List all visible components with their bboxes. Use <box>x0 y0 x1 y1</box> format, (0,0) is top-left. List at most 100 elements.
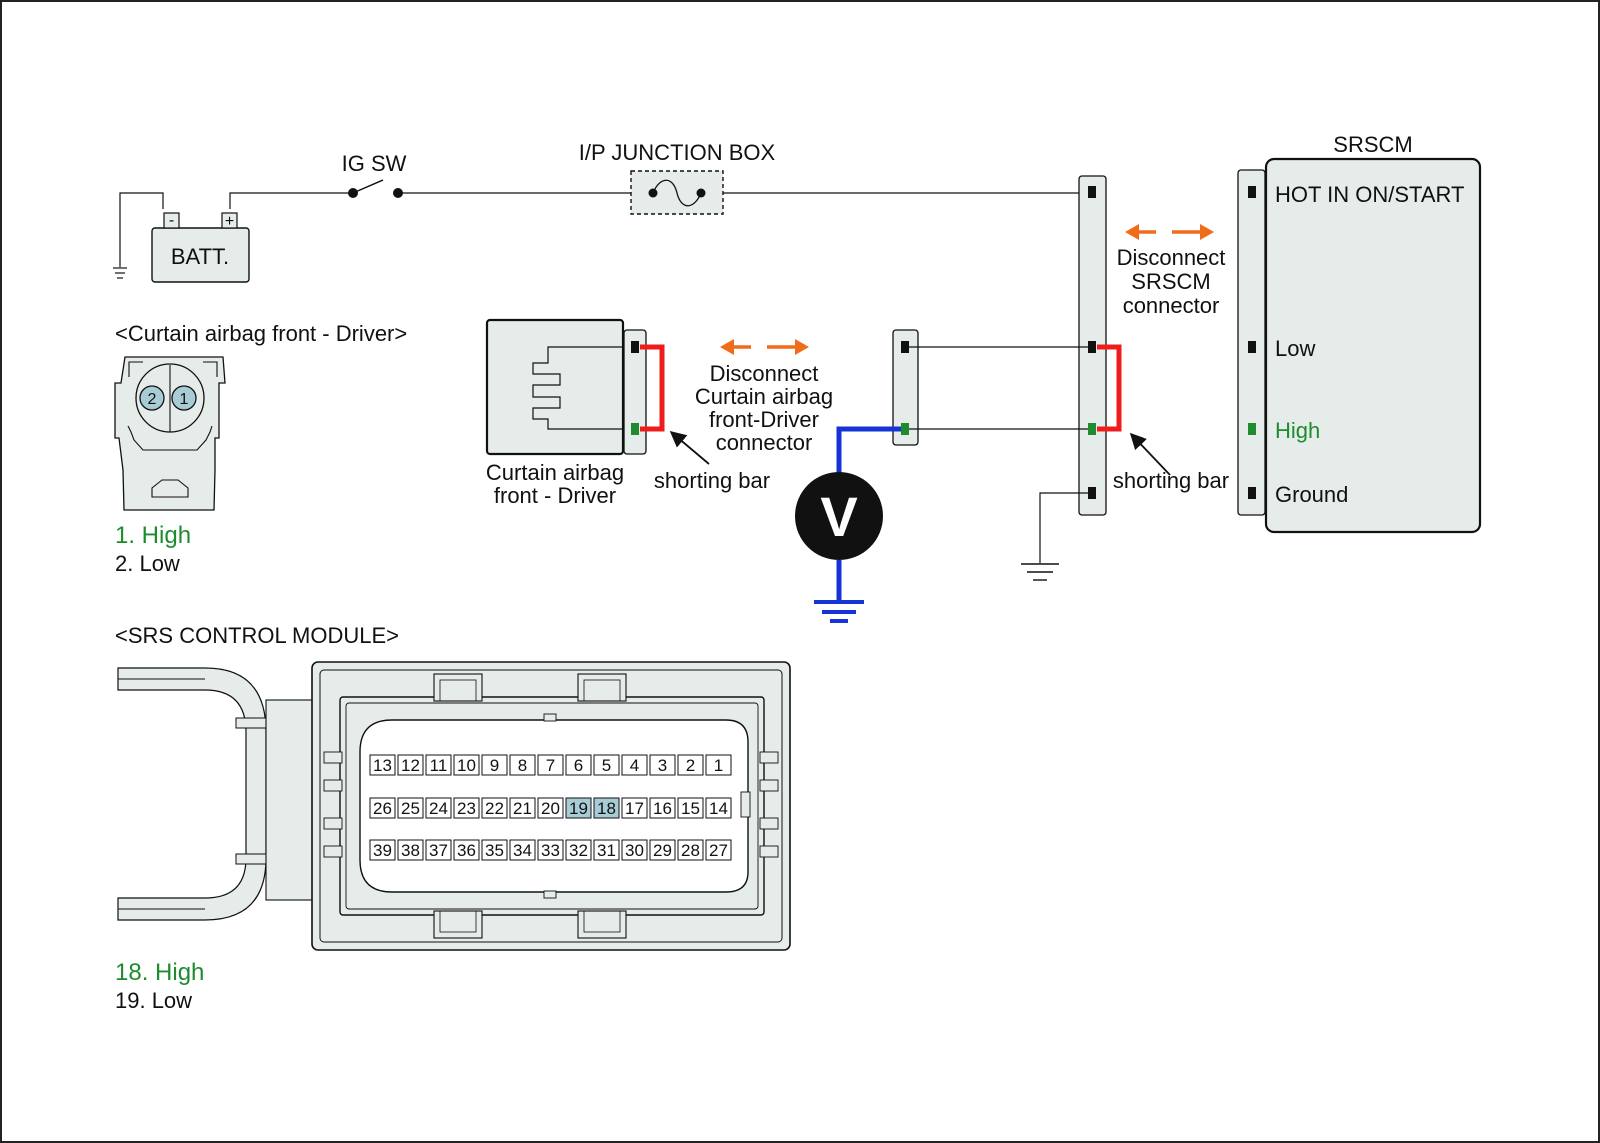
srs-pin-26 <box>369 797 396 819</box>
srs-pin-19-label: 19 <box>569 799 588 818</box>
srs-pin-21 <box>509 797 536 819</box>
curtain-connector-face: 2 1 <box>114 356 226 511</box>
voltmeter-positive-lead <box>836 426 901 480</box>
srs-pin-6-label: 6 <box>574 756 583 775</box>
srs-pin-24 <box>425 797 452 819</box>
curtain-component-label-2: front - Driver <box>494 483 616 508</box>
curtain-pin-2-label: 2 <box>148 391 157 408</box>
srscm-pin-low <box>1248 341 1256 353</box>
disconnect-curtain-line-1: Disconnect <box>710 361 819 386</box>
srs-pin-39 <box>369 839 396 861</box>
srscm-module: SRSCM HOT IN ON/START Low High Ground <box>1237 132 1482 534</box>
srscm-body <box>1264 157 1482 534</box>
curtain-component-label-1: Curtain airbag <box>486 460 624 485</box>
srs-pin-12-label: 12 <box>401 756 420 775</box>
srs-pin-10 <box>453 754 480 776</box>
curtain-legend-high: 1. High <box>115 522 191 549</box>
curtain-shorting-bar <box>640 344 665 432</box>
srs-pin-29 <box>649 839 676 861</box>
srs-pin-21-label: 21 <box>513 799 532 818</box>
srs-pin-38-label: 38 <box>401 841 420 860</box>
srs-pin-33 <box>537 839 564 861</box>
srs-pin-36-label: 36 <box>457 841 476 860</box>
srs-pin-30 <box>621 839 648 861</box>
srs-pin-18 <box>593 797 620 819</box>
disconnect-curtain-line-2: Curtain airbag <box>695 384 833 409</box>
srs-pin-24-label: 24 <box>429 799 448 818</box>
srs-pin-8 <box>509 754 536 776</box>
srs-pin-13 <box>369 754 396 776</box>
srs-pin-19 <box>565 797 592 819</box>
srs-pin-5 <box>593 754 620 776</box>
srs-pin-4-label: 4 <box>630 756 639 775</box>
srs-pin-27 <box>705 839 732 861</box>
ig-sw-label: IG SW <box>342 151 407 176</box>
srs-pin-23 <box>453 797 480 819</box>
srscm-title: SRSCM <box>1333 132 1412 157</box>
srs-pin-38 <box>397 839 424 861</box>
srs-pin-6 <box>565 754 592 776</box>
srs-pin-15-label: 15 <box>681 799 700 818</box>
srscm-hot-label: HOT IN ON/START <box>1275 182 1464 207</box>
srs-pin-7-label: 7 <box>546 756 555 775</box>
voltmeter-symbol: V <box>820 485 857 548</box>
srs-pin-34 <box>509 839 536 861</box>
curtain-pin-2 <box>139 385 165 411</box>
srs-pin-3-label: 3 <box>658 756 667 775</box>
disconnect-srscm-line-3: connector <box>1123 293 1220 318</box>
srscm-shorting-bar <box>1097 344 1122 432</box>
srs-pin-2 <box>677 754 704 776</box>
srs-pin-1-label: 1 <box>714 756 723 775</box>
srscm-low-label: Low <box>1275 336 1315 361</box>
ground-wire <box>1039 492 1093 563</box>
srs-pin-32-label: 32 <box>569 841 588 860</box>
voltmeter: V <box>795 472 883 560</box>
ground-symbol <box>1021 563 1059 581</box>
srs-pin-31-label: 31 <box>597 841 616 860</box>
srs-pin-37 <box>425 839 452 861</box>
srs-pin-35-label: 35 <box>485 841 504 860</box>
curtain-connector-title: <Curtain airbag front - Driver> <box>115 321 407 346</box>
battery: - + BATT. <box>151 212 250 283</box>
srs-pin-14-label: 14 <box>709 799 728 818</box>
srs-pin-2-label: 2 <box>686 756 695 775</box>
srs-pin-1 <box>705 754 732 776</box>
disconnect-curtain-arrows <box>720 339 809 355</box>
srscm-shorting-bar-label: shorting bar <box>1113 468 1229 493</box>
disconnect-srscm-line-2: SRSCM <box>1131 269 1210 294</box>
voltmeter-ground-symbol <box>814 600 864 623</box>
battery-positive-wire <box>229 192 351 209</box>
srs-pin-7 <box>537 754 564 776</box>
srs-pin-9 <box>481 754 508 776</box>
curtain-shorting-bar-arrow <box>669 430 710 465</box>
srs-pin-27-label: 27 <box>709 841 728 860</box>
srs-pin-37-label: 37 <box>429 841 448 860</box>
srs-pin-17-label: 17 <box>625 799 644 818</box>
disconnect-curtain-line-3: front-Driver <box>709 407 819 432</box>
srs-pin-25 <box>397 797 424 819</box>
battery-ground-symbol <box>113 267 127 279</box>
srs-pin-15 <box>677 797 704 819</box>
srs-pin-16 <box>649 797 676 819</box>
disconnect-curtain-line-4: connector <box>716 430 813 455</box>
srs-module-title: <SRS CONTROL MODULE> <box>115 623 399 648</box>
battery-ground-wire <box>119 192 164 267</box>
battery-minus-sign: - <box>169 212 174 229</box>
test-connector <box>892 329 919 446</box>
srs-pin-33-label: 33 <box>541 841 560 860</box>
srscm-pin-hot <box>1248 186 1256 198</box>
battery-positive-terminal <box>221 212 238 229</box>
srs-pin-11 <box>425 754 452 776</box>
curtain-pin-1 <box>171 385 197 411</box>
srs-pin-28-label: 28 <box>681 841 700 860</box>
srs-pin-4 <box>621 754 648 776</box>
srs-pin-20-label: 20 <box>541 799 560 818</box>
srs-pin-32 <box>565 839 592 861</box>
srscm-ground-label: Ground <box>1275 482 1348 507</box>
srs-pin-34-label: 34 <box>513 841 532 860</box>
srs-pin-35 <box>481 839 508 861</box>
